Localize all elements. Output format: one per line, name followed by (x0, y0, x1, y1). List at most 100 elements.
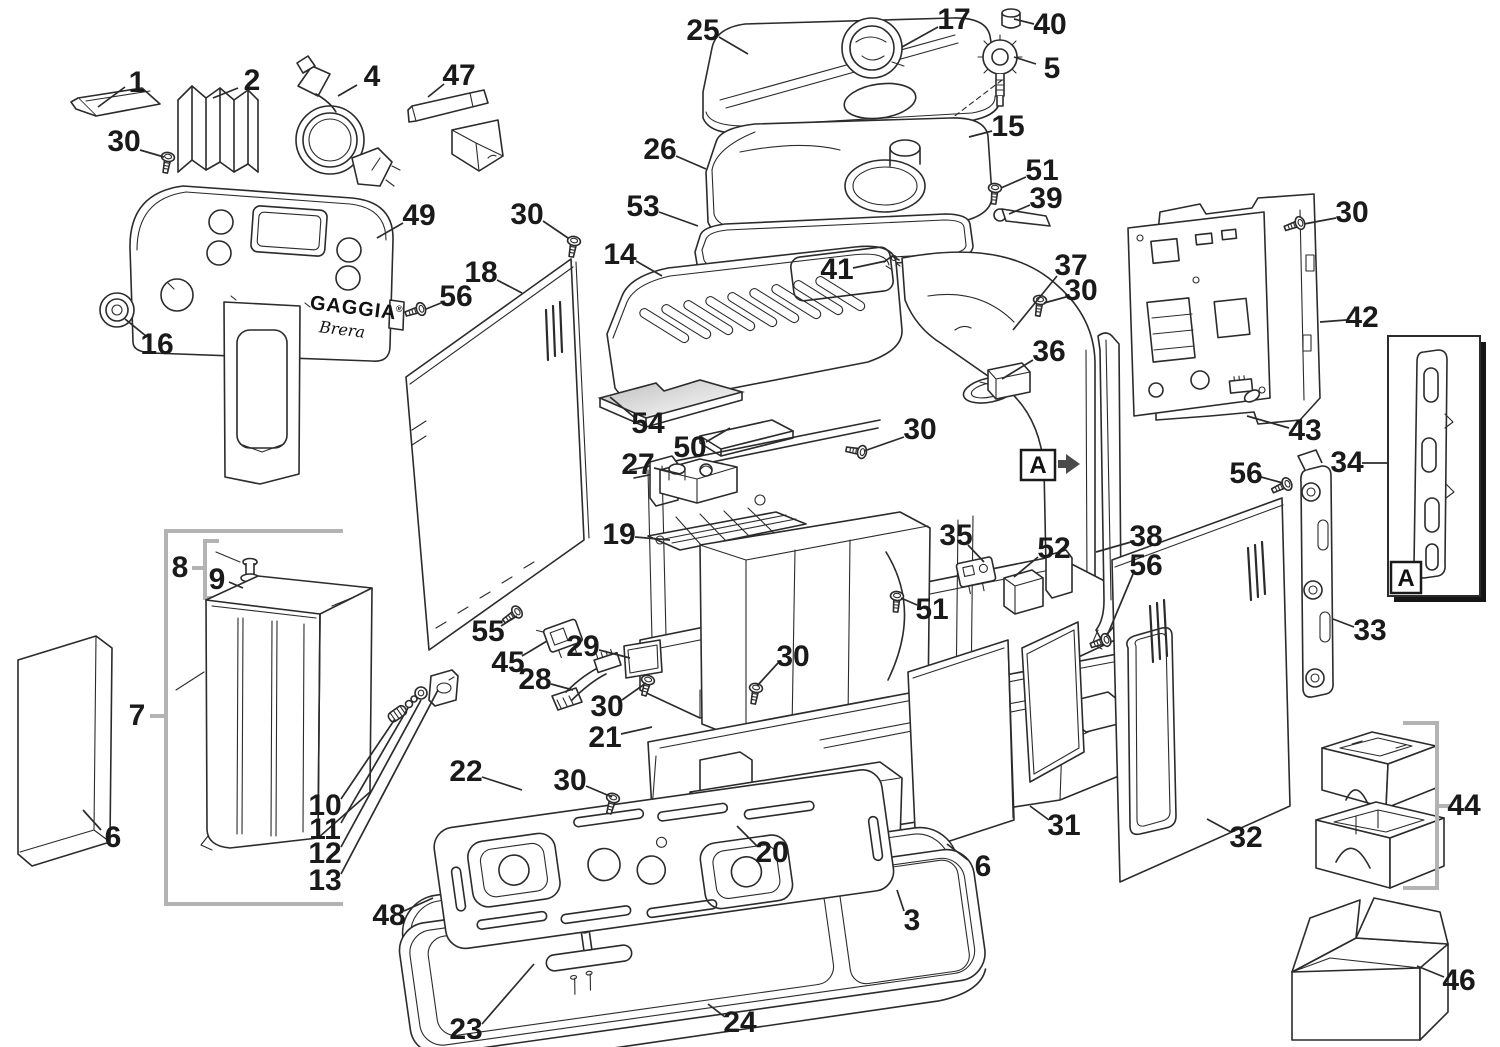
inset-a-label: A (1029, 452, 1046, 479)
leader-line-15-16 (968, 130, 993, 138)
leader-line-3-52 (896, 889, 905, 912)
leader-line-14-11 (635, 260, 663, 277)
leader-line-23-55 (481, 963, 535, 1025)
part-23-float (545, 926, 633, 995)
part-40-cap (1001, 8, 1021, 29)
part-27-bracket (659, 458, 738, 504)
leader-line-30-40 (756, 662, 779, 687)
part-7-water-tank (175, 575, 373, 851)
leader-line-10-60 (340, 718, 396, 800)
leader-line-37-21 (1012, 275, 1058, 331)
part-44-foam-top (1321, 731, 1437, 809)
part-35-valve (955, 556, 997, 595)
part-52-box (1003, 569, 1044, 615)
part-16-knob (99, 292, 135, 328)
detail-a-label: A (1397, 565, 1414, 592)
leader-line-11-61 (340, 707, 409, 824)
part-5-grinder-knob (977, 34, 1023, 107)
part-45-microswitch (535, 618, 583, 659)
part-50-insert (699, 419, 794, 457)
screw-56-hinge (1268, 475, 1295, 498)
leader-line-47-3 (427, 83, 445, 98)
inset-marker-a: A (1019, 448, 1080, 482)
part-33-hinge-strip (1297, 449, 1334, 698)
leader-line-18-7 (496, 279, 523, 294)
leader-line-39-19 (1008, 204, 1031, 215)
part-1-sachet (70, 87, 161, 117)
screw-30-topleft (158, 150, 176, 175)
leader-line-51-18 (1000, 176, 1027, 189)
part-36-bracket (979, 362, 1031, 400)
detail-box-34: A (1387, 335, 1486, 602)
leader-line-51-39 (900, 597, 918, 606)
leader-line-2-1 (212, 87, 239, 99)
leader-line-32-53 (1206, 818, 1232, 833)
leader-line-41-20 (852, 260, 887, 269)
leader-line-6-66 (82, 809, 102, 831)
leader-line-42-26 (1319, 319, 1347, 323)
part-6-front-panel (907, 639, 1015, 853)
leader-line-30-48 (585, 785, 613, 798)
leader-line-40-14 (1013, 18, 1035, 25)
part-6-left-panel (17, 635, 113, 867)
leader-line-25-12 (718, 36, 749, 55)
leader-line-43-27 (1246, 415, 1290, 429)
part-29-card (623, 639, 663, 679)
part-47-tool (407, 89, 504, 172)
parts-10-13-small (387, 669, 459, 723)
registered-mark: ® (395, 303, 403, 314)
part-2-manual (177, 85, 259, 173)
leader-line-16-6 (124, 318, 147, 337)
screw-56-panel18 (402, 300, 429, 321)
leader-line-30-9 (542, 220, 569, 239)
group-8-bracket (203, 539, 219, 600)
leader-line-45-43 (521, 640, 548, 657)
leader-line-55-42 (500, 615, 518, 627)
leader-line-24-56 (707, 1003, 726, 1018)
inset-a-arrow (1058, 454, 1080, 474)
leader-line-38-30 (1095, 541, 1132, 553)
leader-line-30-45 (621, 682, 647, 701)
leader-line-29-41 (598, 649, 631, 659)
leader-line-56-29 (1260, 476, 1284, 484)
leader-line-17-13 (901, 26, 939, 48)
screw-55 (499, 603, 526, 628)
part-18-left-panel (405, 258, 590, 651)
part-41-clip (883, 254, 901, 270)
leader-line-5-15 (1013, 56, 1037, 65)
part-31-service-door (1021, 621, 1085, 783)
part-26-bean-container (705, 117, 993, 240)
leader-line-30-25 (1303, 217, 1337, 225)
screw-30-panel18 (564, 234, 582, 259)
leader-line-52-38 (1013, 556, 1039, 578)
leader-line-20-49 (736, 825, 758, 847)
part-49-front-panel: GAGGIA ® Brera (129, 185, 405, 485)
part-19-grid-plate (647, 507, 807, 551)
leader-line-13-63 (340, 689, 439, 875)
leader-line-54-33 (609, 396, 635, 418)
leader-line-49-5 (376, 222, 404, 239)
leader-line-26-17 (675, 155, 707, 170)
leader-line-36-23 (1001, 359, 1034, 380)
leader-line-28-44 (550, 683, 574, 691)
part-44-foam-bottom (1315, 801, 1445, 889)
leader-line-56-31 (1106, 573, 1134, 637)
alignment-dashed-line (909, 79, 1003, 151)
leader-line-33-32 (1332, 618, 1355, 628)
leader-line-50-34 (705, 427, 731, 443)
part-54-foam (597, 379, 745, 428)
leader-line-30-22 (1043, 296, 1067, 304)
part-39-lever (993, 208, 1051, 227)
leader-line-19-36 (634, 536, 671, 541)
leader-lines (82, 18, 1451, 1025)
leader-line-30-4 (139, 149, 165, 158)
leader-line-30-24 (863, 436, 905, 452)
leader-line-53-10 (658, 211, 699, 227)
leader-line-21-46 (620, 726, 653, 735)
part-32-right-panel (1111, 497, 1291, 883)
leader-line-46-65 (1416, 965, 1445, 978)
part-43-pcb (1127, 211, 1271, 417)
leader-line-9-59 (228, 581, 244, 589)
leader-line-35-37 (967, 544, 985, 563)
